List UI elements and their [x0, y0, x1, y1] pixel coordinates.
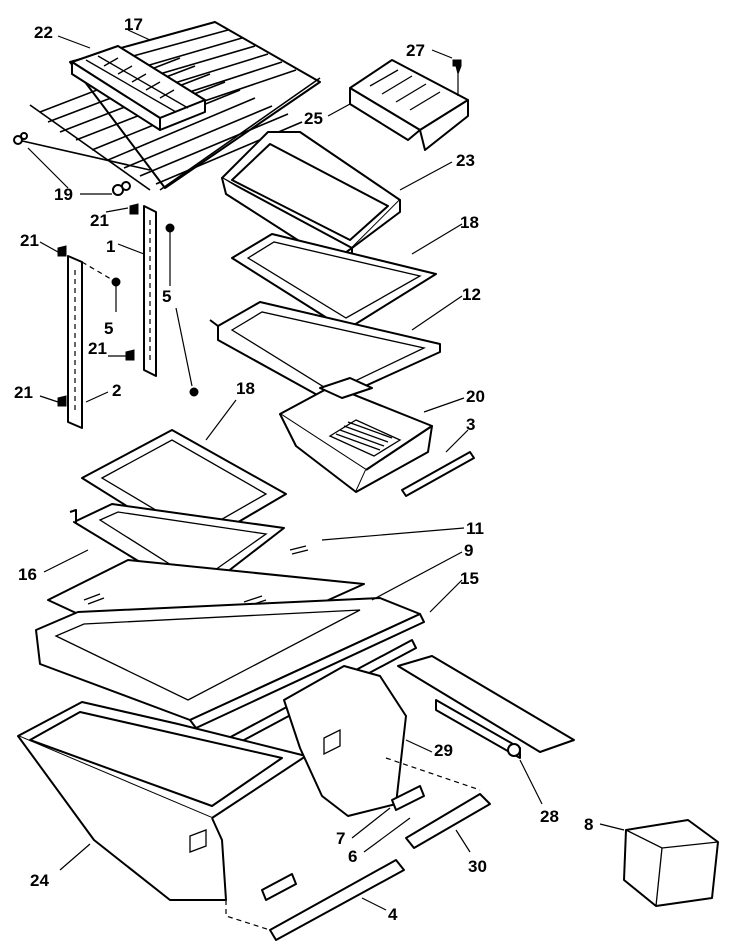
part-1-ladder: [143, 205, 157, 377]
callout-11: 11: [466, 519, 484, 538]
part-20-drawer: [279, 377, 433, 493]
callout-29: 29: [434, 741, 453, 760]
callout-16: 16: [18, 565, 37, 584]
callout-4: 4: [388, 905, 398, 924]
part-19-pegs: [13, 132, 131, 196]
callout-12: 12: [462, 285, 481, 304]
callout-21-d: 21: [14, 383, 33, 402]
callout-17: 17: [124, 15, 143, 34]
callout-5-a: 5: [162, 287, 171, 306]
part-3-strip: [401, 451, 475, 497]
callout-21-a: 21: [90, 211, 109, 230]
part-21-clips: [57, 203, 139, 407]
part-2-ladder: [67, 255, 83, 429]
callout-30: 30: [468, 857, 487, 876]
callout-7: 7: [336, 829, 345, 848]
callout-18-lower: 18: [236, 379, 255, 398]
part-7-slides: [261, 785, 425, 901]
part-24-bin: [17, 701, 307, 901]
callout-labels: 22 17 27 25 23 19 21 1 21 5 18 5 12 21 2…: [14, 15, 593, 924]
callout-19: 19: [54, 185, 73, 204]
part-18-cover-upper: [231, 233, 437, 331]
part-28-rail: [397, 655, 575, 759]
callout-9: 9: [464, 541, 473, 560]
part-5-screws: [81, 223, 199, 397]
part-25-bracket: [349, 59, 469, 151]
callout-22: 22: [34, 23, 53, 42]
part-8-bin: [623, 819, 719, 907]
callout-3: 3: [466, 415, 475, 434]
callout-21-b: 21: [20, 231, 39, 250]
callout-21-c: 21: [88, 339, 107, 358]
callout-23: 23: [456, 151, 475, 170]
callout-25: 25: [304, 109, 323, 128]
callout-2: 2: [112, 381, 121, 400]
callout-27: 27: [406, 41, 425, 60]
part-27-screw: [452, 59, 462, 96]
callout-8: 8: [584, 815, 593, 834]
part-4-tube: [225, 757, 481, 941]
part-22-tray: [71, 45, 206, 131]
callout-5-b: 5: [104, 319, 113, 338]
part-29-bin: [283, 665, 407, 817]
callout-6: 6: [348, 847, 357, 866]
callout-1: 1: [106, 237, 115, 256]
callout-24: 24: [30, 871, 49, 890]
part-30-tube: [405, 793, 491, 849]
callout-20: 20: [466, 387, 485, 406]
leader-lines: [27, 29, 625, 911]
callout-18-upper: 18: [460, 213, 479, 232]
part-16-frame: [69, 503, 285, 597]
callout-28: 28: [540, 807, 559, 826]
part-12-frame: [209, 301, 441, 403]
part-9-shelf-frame: [35, 597, 425, 729]
callout-15: 15: [460, 569, 479, 588]
